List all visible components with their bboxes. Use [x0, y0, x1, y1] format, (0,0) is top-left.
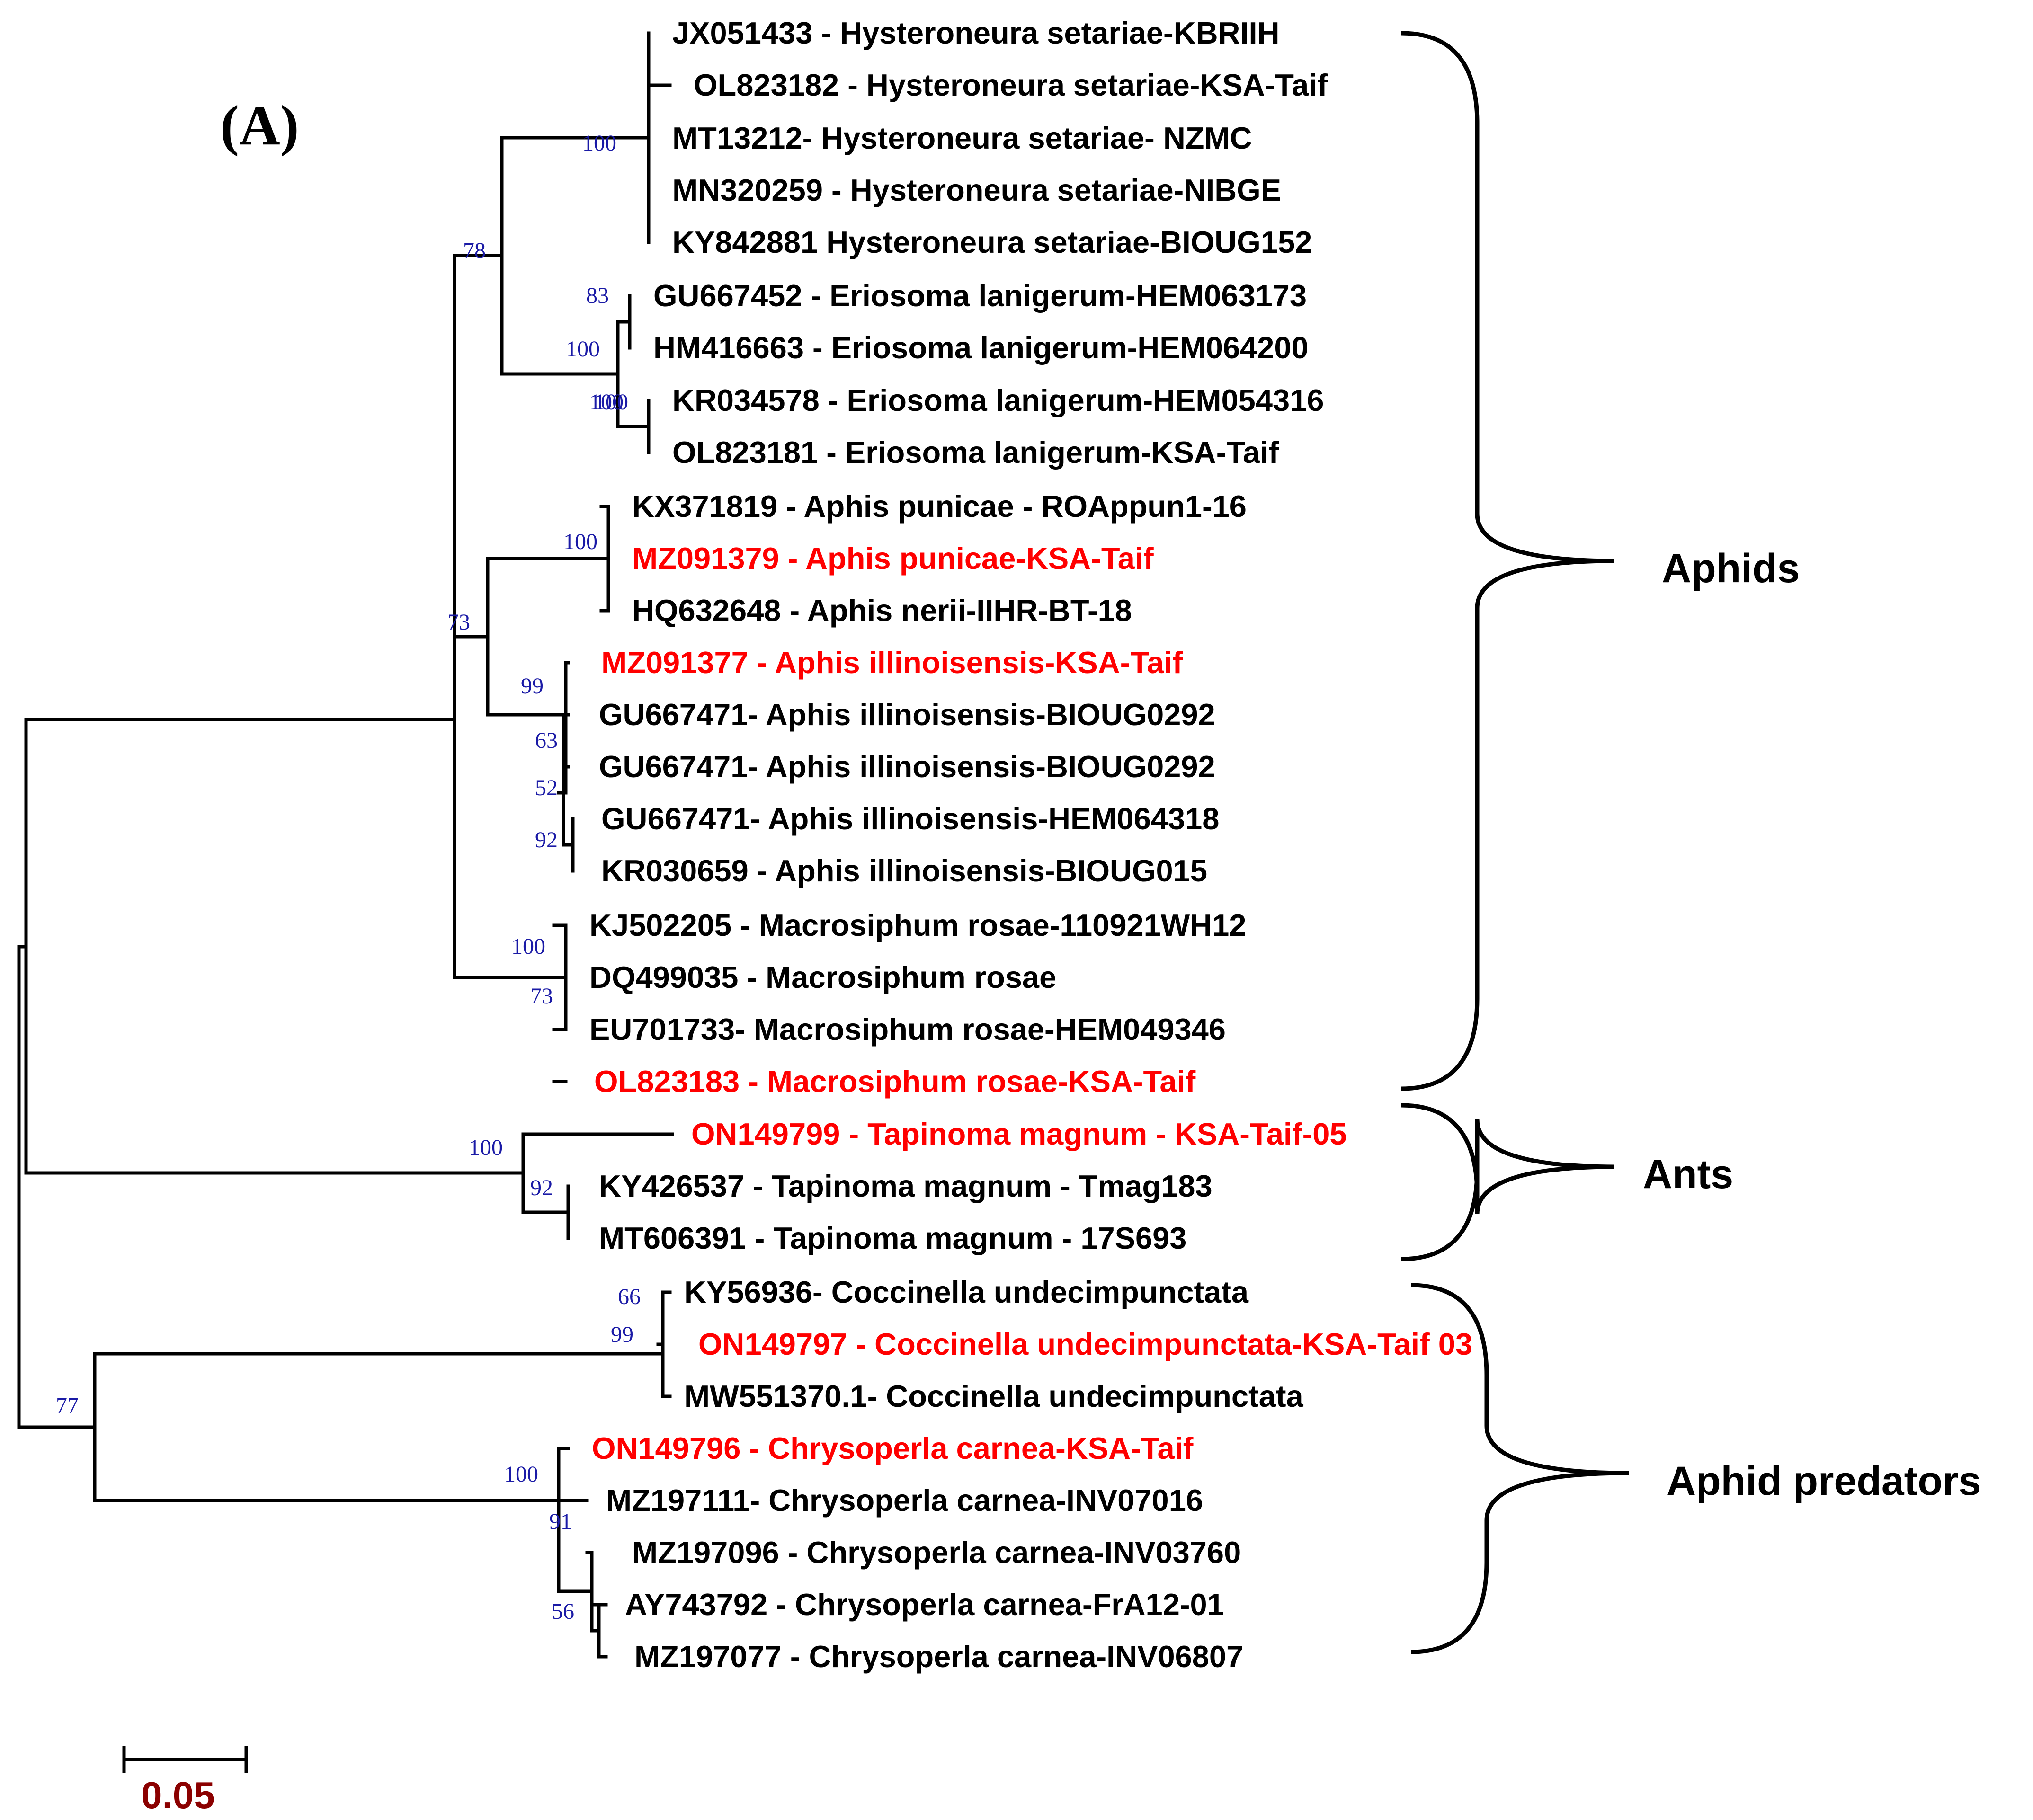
leaf-label: MZ091377 - Aphis illinoisensis-KSA-Taif [601, 645, 1183, 680]
leaf-label: HM416663 - Eriosoma lanigerum-HEM064200 [653, 330, 1309, 365]
support-value: 100 [566, 337, 600, 362]
support-value: 56 [552, 1599, 574, 1624]
leaf-label: OL823182 - Hysteroneura setariae-KSA-Tai… [694, 68, 1328, 102]
scale-bar-label: 0.05 [141, 1774, 215, 1816]
leaf-label: KY842881 Hysteroneura setariae-BIOUG152 [672, 225, 1312, 259]
group-bracket [1401, 1103, 1615, 1261]
leaf-label: MZ091379 - Aphis punicae-KSA-Taif [632, 541, 1154, 576]
support-value: 77 [56, 1393, 79, 1418]
support-value: 92 [535, 827, 558, 852]
leaf-label: ON149797 - Coccinella undecimpunctata-KS… [698, 1327, 1472, 1361]
support-value: 100 [594, 390, 628, 415]
leaf-label: GU667452 - Eriosoma lanigerum-HEM063173 [653, 278, 1307, 313]
leaf-label: HQ632648 - Aphis nerii-IIHR-BT-18 [632, 593, 1132, 628]
support-value: 66 [618, 1284, 641, 1309]
group-bracket [1401, 31, 1615, 1091]
leaf-label: GU667471- Aphis illinoisensis-BIOUG0292 [599, 697, 1215, 732]
leaf-label: KJ502205 - Macrosiphum rosae-110921WH12 [589, 908, 1246, 942]
group-brackets [1401, 31, 1629, 1654]
leaf-label: KX371819 - Aphis punicae - ROAppun1-16 [632, 489, 1247, 524]
group-label: Ants [1643, 1152, 1733, 1197]
leaf-label: KY56936- Coccinella undecimpunctata [684, 1275, 1249, 1309]
leaf-label: OL823181 - Eriosoma lanigerum-KSA-Taif [672, 435, 1279, 470]
leaf-label: KR030659 - Aphis illinoisensis-BIOUG015 [601, 853, 1207, 888]
leaf-label: MZ197096 - Chrysoperla carnea-INV03760 [632, 1535, 1241, 1570]
group-label: Aphids [1662, 546, 1800, 591]
group-bracket [1410, 1283, 1629, 1654]
leaf-label: EU701733- Macrosiphum rosae-HEM049346 [589, 1012, 1226, 1047]
leaf-label: MT606391 - Tapinoma magnum - 17S693 [599, 1221, 1186, 1255]
support-value: 52 [535, 775, 558, 800]
leaf-label: MT13212- Hysteroneura setariae- NZMC [672, 121, 1252, 155]
support-value: 63 [535, 728, 558, 753]
leaf-label: GU667471- Aphis illinoisensis-BIOUG0292 [599, 749, 1215, 784]
leaf-label: ON149799 - Tapinoma magnum - KSA-Taif-05 [691, 1117, 1347, 1151]
support-value: 99 [611, 1322, 633, 1347]
support-value: 92 [530, 1175, 553, 1200]
support-value: 73 [530, 984, 553, 1009]
scale-bar: 0.05 [122, 1746, 248, 1816]
group-label: Aphid predators [1667, 1458, 1981, 1504]
support-value: 100 [563, 529, 597, 554]
leaf-label: DQ499035 - Macrosiphum rosae [589, 960, 1056, 994]
support-value: 100 [589, 390, 624, 415]
leaf-label: AY743792 - Chrysoperla carnea-FrA12-01 [625, 1587, 1224, 1622]
support-value: 100 [511, 934, 545, 959]
leaf-label: KR034578 - Eriosoma lanigerum-HEM054316 [672, 383, 1324, 417]
leaf-label: MN320259 - Hysteroneura setariae-NIBGE [672, 173, 1281, 207]
leaf-label: ON149796 - Chrysoperla carnea-KSA-Taif [592, 1431, 1194, 1465]
support-value: 91 [549, 1509, 572, 1534]
panel-label: (A) [220, 94, 299, 157]
support-value: 100 [469, 1135, 503, 1160]
leaf-label: MW551370.1- Coccinella undecimpunctata [684, 1379, 1303, 1413]
support-value: 83 [586, 283, 609, 308]
support-value: 99 [521, 674, 544, 699]
support-value: 78 [463, 238, 486, 263]
support-value: 100 [582, 131, 616, 156]
leaf-label: GU667471- Aphis illinoisensis-HEM064318 [601, 801, 1219, 836]
leaf-labels: JX051433 - Hysteroneura setariae-KBRIIH O… [589, 16, 1472, 1674]
tree-branches [17, 31, 674, 1659]
leaf-label: MZ197111- Chrysoperla carnea-INV07016 [606, 1483, 1203, 1518]
leaf-label: JX051433 - Hysteroneura setariae-KBRIIH [672, 16, 1280, 50]
support-value: 100 [504, 1462, 538, 1487]
leaf-label: OL823183 - Macrosiphum rosae-KSA-Taif [594, 1064, 1196, 1099]
support-value: 73 [447, 610, 470, 635]
leaf-label: KY426537 - Tapinoma magnum - Tmag183 [599, 1169, 1213, 1203]
leaf-label: MZ197077 - Chrysoperla carnea-INV06807 [634, 1639, 1243, 1674]
support-values: 1007883100100100739963529210073100100926… [56, 131, 641, 1624]
